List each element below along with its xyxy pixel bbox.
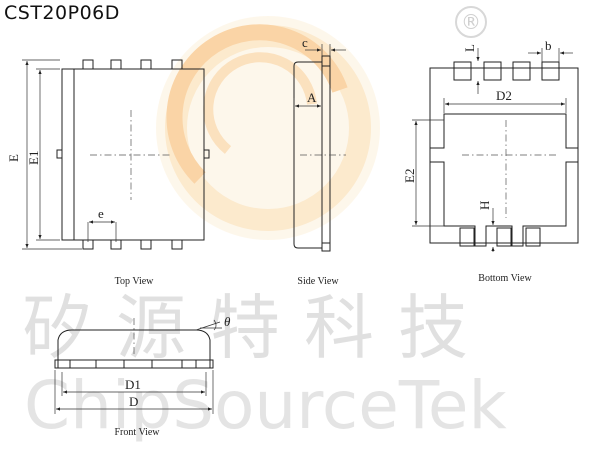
bottom-view-caption: Bottom View — [478, 273, 532, 284]
dim-e1: E1 — [26, 151, 41, 165]
bottom-view: L b D2 E2 H Bottom View — [402, 38, 579, 284]
top-view: E E1 e Top View — [6, 59, 210, 287]
text-watermark: 矽源特科技 ChipSourceTek — [22, 287, 508, 444]
front-view-caption: Front View — [114, 427, 160, 438]
dim-a: A — [307, 90, 317, 105]
watermark-english: ChipSourceTek — [24, 367, 508, 444]
dim-e: E — [6, 154, 21, 162]
top-view-caption: Top View — [115, 276, 155, 287]
dim-l: L — [462, 44, 477, 52]
dim-theta: θ — [224, 314, 231, 329]
logo-watermark — [156, 16, 380, 240]
side-view: c A Side View — [293, 35, 346, 287]
dim-d2: D2 — [496, 88, 512, 103]
side-view-caption: Side View — [297, 276, 339, 287]
watermark-chinese: 矽源特科技 — [22, 287, 492, 369]
dim-d: D — [129, 394, 138, 409]
dim-h: H — [477, 201, 492, 210]
dim-b: b — [545, 38, 552, 53]
svg-text:®: ® — [461, 10, 481, 34]
part-number-title: CST20P06D — [4, 2, 120, 24]
registered-mark: ® — [455, 6, 487, 38]
front-view: θ D1 D Front View — [54, 314, 231, 438]
dim-d1: D1 — [125, 377, 141, 392]
dim-e2: E2 — [402, 169, 417, 183]
dim-pitch-e: e — [98, 206, 104, 221]
dim-c: c — [302, 35, 308, 50]
